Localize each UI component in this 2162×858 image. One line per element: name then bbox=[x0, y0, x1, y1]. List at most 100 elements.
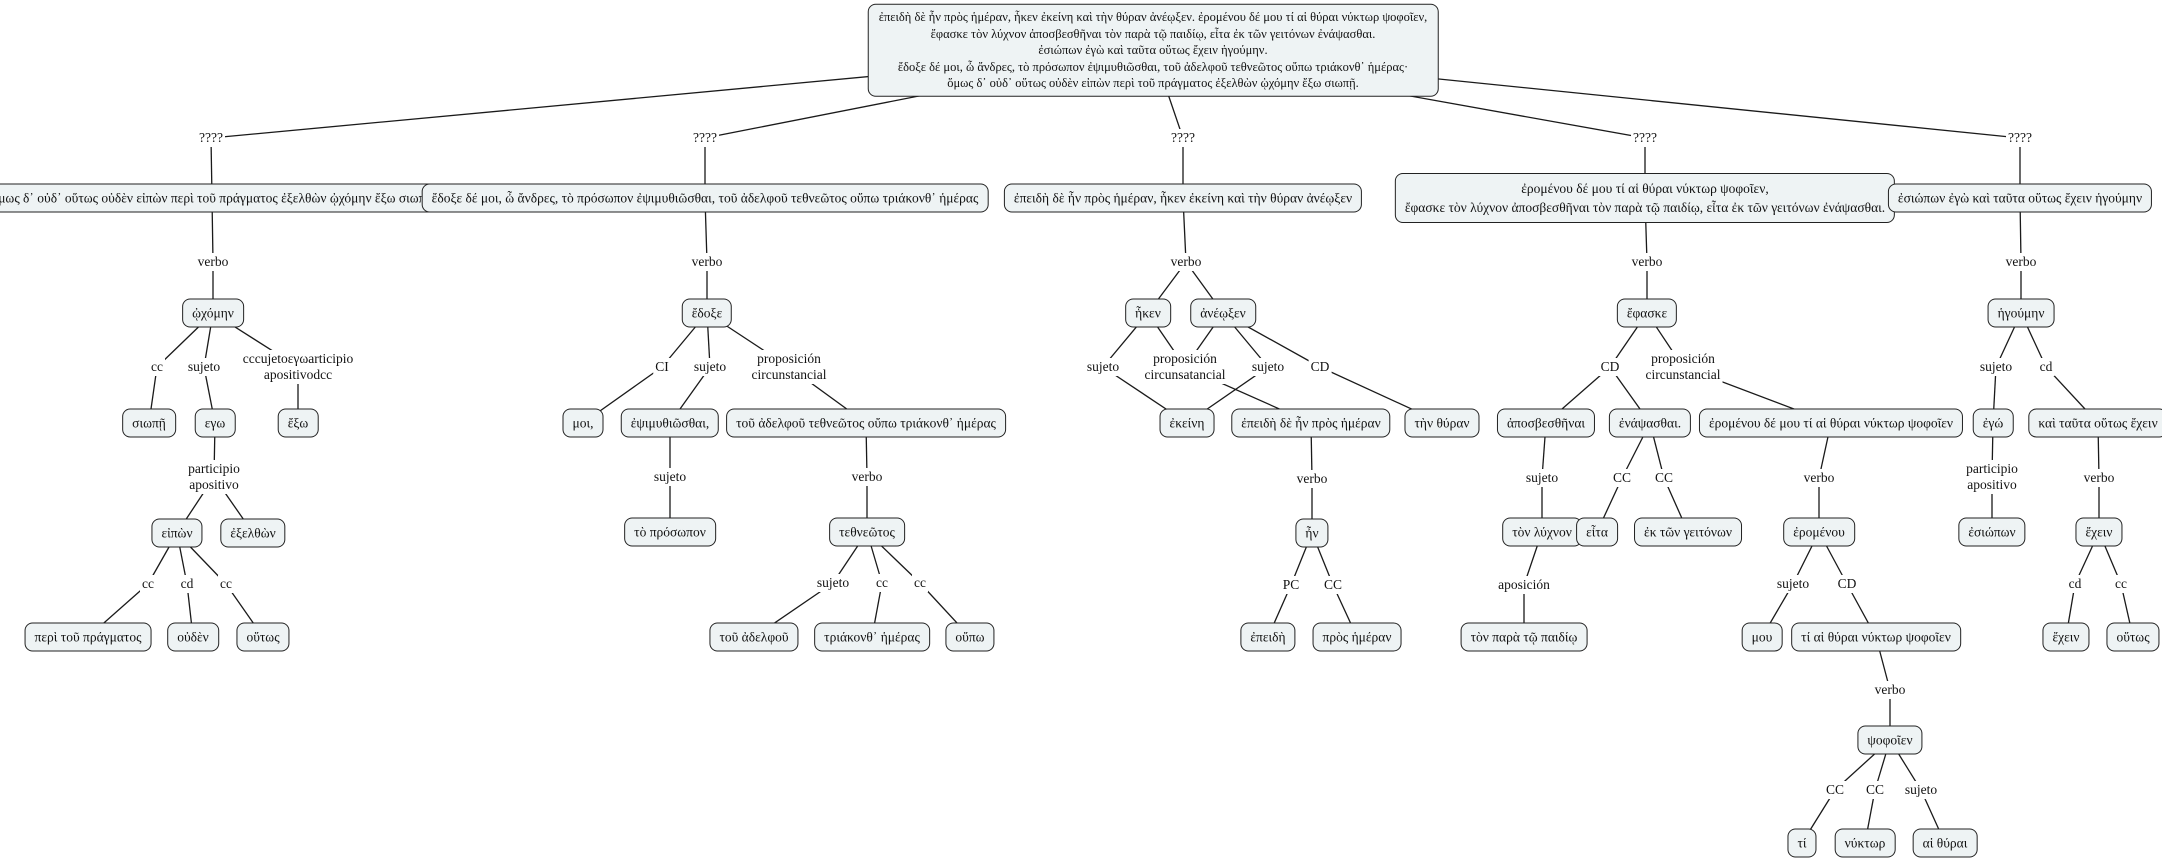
linking-phrase: CC bbox=[1321, 576, 1345, 594]
concept-node[interactable]: ἐγώ bbox=[1972, 408, 2014, 438]
concept-node[interactable]: ἐρομένου δέ μου τί αἱ θύραι νύκτωρ ψοφοῖ… bbox=[1698, 408, 1964, 438]
concept-node[interactable]: νύκτωρ bbox=[1834, 828, 1896, 858]
concept-node[interactable]: τριάκονθ᾽ ἡμέρας bbox=[814, 622, 930, 652]
concept-node[interactable]: τοῦ ἀδελφοῦ bbox=[709, 622, 799, 652]
concept-node[interactable]: ἐπειδὴ δὲ ἦν πρὸς ἡμέραν bbox=[1231, 408, 1391, 438]
concept-node[interactable]: ἔδοξε bbox=[681, 298, 733, 328]
concept-node[interactable]: ἡγούμην bbox=[1987, 298, 2055, 328]
concept-node[interactable]: ἐνάψασθαι. bbox=[1608, 408, 1692, 438]
linking-phrase: cc bbox=[2113, 575, 2129, 593]
concept-node[interactable]: αἱ θύραι bbox=[1912, 828, 1978, 858]
concept-node[interactable]: ἔχειν bbox=[2042, 622, 2090, 652]
concept-node[interactable]: τί bbox=[1787, 828, 1817, 858]
concept-node[interactable]: περὶ τοῦ πράγματος bbox=[24, 622, 152, 652]
linking-phrase: verbo bbox=[1801, 469, 1837, 487]
linking-phrase: sujeto bbox=[814, 574, 852, 592]
linking-phrase: verbo bbox=[2003, 253, 2039, 271]
linking-phrase: ???? bbox=[1631, 129, 1659, 147]
concept-node[interactable]: οὔπω bbox=[945, 622, 995, 652]
linking-phrase: cd bbox=[2037, 358, 2055, 376]
linking-phrase: proposición circunstancial bbox=[749, 350, 829, 384]
concept-node[interactable]: ἦν bbox=[1295, 518, 1329, 548]
concept-node[interactable]: σιωπῇ bbox=[122, 408, 176, 438]
linking-phrase: sujeto bbox=[1902, 781, 1940, 799]
linking-phrase: participio apositivo bbox=[1964, 460, 2020, 494]
linking-phrase: sujeto bbox=[1977, 358, 2015, 376]
concept-node[interactable]: εἶτα bbox=[1576, 517, 1618, 547]
concept-node[interactable]: πρὸς ἡμέραν bbox=[1312, 622, 1402, 652]
root-concept-node[interactable]: ἐπειδὴ δὲ ἦν πρὸς ἡμέραν, ἧκεν ἐκείνη κα… bbox=[867, 3, 1439, 97]
linking-phrase: sujeto bbox=[1084, 358, 1122, 376]
linking-phrase: cc bbox=[149, 358, 165, 376]
linking-phrase: ???? bbox=[1169, 129, 1197, 147]
linking-phrase: ???? bbox=[197, 129, 225, 147]
concept-node[interactable]: ἧκεν bbox=[1125, 298, 1171, 328]
linking-phrase: verbo bbox=[1872, 681, 1908, 699]
linking-phrase: sujeto bbox=[691, 358, 729, 376]
linking-phrase: ???? bbox=[691, 129, 719, 147]
concept-node[interactable]: ἐρομένου δέ μου τί αἱ θύραι νύκτωρ ψοφοῖ… bbox=[1394, 173, 1896, 223]
linking-phrase: sujeto bbox=[1523, 469, 1561, 487]
linking-phrase: CD bbox=[1598, 358, 1622, 376]
concept-node[interactable]: ἐσιώπων bbox=[1958, 517, 2026, 547]
linking-phrase: CI bbox=[653, 358, 671, 376]
linking-phrase: cd bbox=[178, 575, 196, 593]
linking-phrase: CC bbox=[1610, 469, 1634, 487]
linking-phrase: cc bbox=[140, 575, 156, 593]
concept-node[interactable]: ᾠχόμην bbox=[182, 298, 244, 328]
linking-phrase: sujeto bbox=[1249, 358, 1287, 376]
concept-node[interactable]: ὅμως δ᾽ οὐδ᾽ οὕτως οὐδὲν εἰπὼν περὶ τοῦ … bbox=[0, 183, 443, 213]
concept-node[interactable]: ἐπειδὴ δὲ ἦν πρὸς ἡμέραν, ἧκεν ἐκείνη κα… bbox=[1003, 183, 1363, 213]
linking-phrase: CD bbox=[1308, 358, 1332, 376]
linking-phrase: participio apositivo bbox=[186, 460, 242, 494]
linking-phrase: sujeto bbox=[651, 468, 689, 486]
concept-node[interactable]: τὴν θύραν bbox=[1404, 408, 1480, 438]
linking-phrase: cccujetoεγωarticipio apositivodcc bbox=[240, 350, 356, 384]
concept-node[interactable]: ἐξελθὼν bbox=[220, 518, 286, 548]
linking-phrase: proposición circunsatancial bbox=[1142, 350, 1228, 384]
linking-phrase: CC bbox=[1823, 781, 1847, 799]
concept-node[interactable]: τί αἱ θύραι νύκτωρ ψοφοῖεν bbox=[1791, 622, 1961, 652]
concept-node[interactable]: ἐκείνη bbox=[1159, 408, 1215, 438]
linking-phrase: verbo bbox=[2081, 469, 2117, 487]
linking-phrase: verbo bbox=[849, 468, 885, 486]
linking-phrase: verbo bbox=[1294, 470, 1330, 488]
concept-node[interactable]: ψοφοῖεν bbox=[1857, 725, 1923, 755]
concept-node[interactable]: ἐρομένου bbox=[1783, 517, 1855, 547]
concept-node[interactable]: ἔφασκε bbox=[1616, 298, 1678, 328]
concept-node[interactable]: ἀνέῳξεν bbox=[1190, 298, 1256, 328]
linking-phrase: ???? bbox=[2006, 129, 2034, 147]
linking-phrase: cc bbox=[874, 574, 890, 592]
linking-phrase: cc bbox=[218, 575, 234, 593]
linking-phrase: CD bbox=[1835, 575, 1859, 593]
concept-node[interactable]: μοι, bbox=[562, 408, 604, 438]
linking-phrase: verbo bbox=[1168, 253, 1204, 271]
linking-phrase: CC bbox=[1863, 781, 1887, 799]
concept-node[interactable]: μου bbox=[1741, 622, 1783, 652]
linking-phrase: proposición circunstancial bbox=[1643, 350, 1723, 384]
concept-node[interactable]: οὐδὲν bbox=[167, 622, 219, 652]
concept-node[interactable]: εγω bbox=[194, 408, 236, 438]
linking-phrase: PC bbox=[1280, 576, 1302, 594]
concept-node[interactable]: οὕτως bbox=[236, 622, 290, 652]
concept-node[interactable]: τοῦ ἀδελφοῦ τεθνεῶτος οὔπω τριάκονθ᾽ ἡμέ… bbox=[726, 408, 1006, 438]
concept-node[interactable]: ἐψιμυθιῶσθαι, bbox=[620, 408, 720, 438]
linking-phrase: verbo bbox=[195, 253, 231, 271]
concept-node[interactable]: ἔχειν bbox=[2075, 517, 2123, 547]
concept-node[interactable]: καὶ ταῦτα οὕτως ἔχειν bbox=[2028, 408, 2162, 438]
concept-node[interactable]: ἔδοξε δέ μοι, ὦ ἄνδρες, τὸ πρόσωπον ἐψιμ… bbox=[421, 183, 989, 213]
concept-node[interactable]: ἀποσβεσθῆναι bbox=[1496, 408, 1596, 438]
concept-node[interactable]: τὸν λύχνον bbox=[1502, 517, 1582, 547]
concept-node[interactable]: ἐκ τῶν γειτόνων bbox=[1634, 517, 1742, 547]
concept-node[interactable]: τεθνεῶτος bbox=[829, 517, 905, 547]
concept-node[interactable]: ἐσιώπων ἐγὼ καὶ ταῦτα οὕτως ἔχειν ἡγούμη… bbox=[1887, 183, 2153, 213]
concept-node[interactable]: εἰπὼν bbox=[151, 518, 203, 548]
linking-phrase: cc bbox=[912, 574, 928, 592]
linking-phrase: sujeto bbox=[185, 358, 223, 376]
concept-node[interactable]: τὸ πρόσωπον bbox=[624, 517, 716, 547]
concept-node[interactable]: ἔξω bbox=[277, 408, 319, 438]
concept-node[interactable]: τὸν παρὰ τῷ παιδίῳ bbox=[1460, 622, 1588, 652]
linking-phrase: verbo bbox=[1629, 253, 1665, 271]
concept-node[interactable]: οὕτως bbox=[2106, 622, 2160, 652]
concept-node[interactable]: ἐπειδὴ bbox=[1240, 622, 1296, 652]
